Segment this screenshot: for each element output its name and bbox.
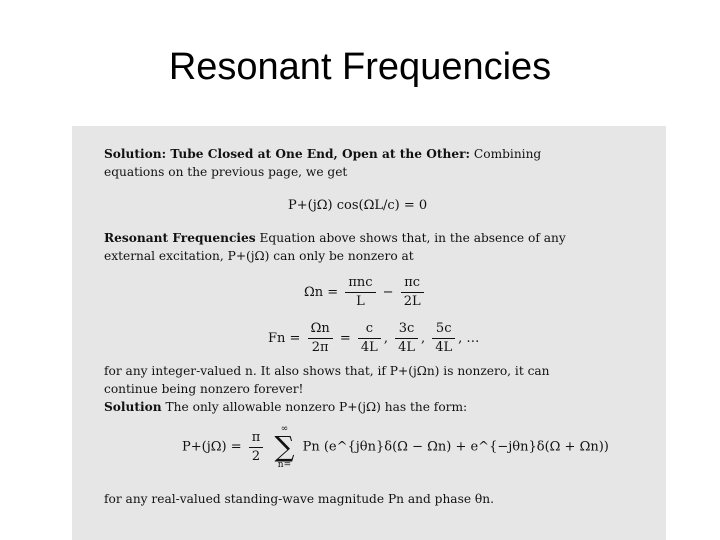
solution-label: Solution [104,400,162,414]
paragraph-2: Resonant Frequencies Equation above show… [104,231,566,245]
paragraph-3-line-2: continue being nonzero forever! [104,382,304,396]
eq2-num-1: πnc [345,274,376,293]
equation-4-lhs: P+(jΩ) = [182,439,242,455]
paragraph-1: Solution: Tube Closed at One End, Open a… [104,147,541,161]
eq4-frac-den: 2 [251,448,261,464]
eq3-num-3: 3c [395,320,418,339]
equation-3-equals: = [339,331,351,346]
eq4-frac-num: π [248,429,264,448]
paragraph-4: Solution The only allowable nonzero P+(j… [104,400,467,414]
sigma-glyph: ∑ [274,430,295,463]
sum-lower-limit: n= [277,460,292,470]
resonant-frequencies-heading: Resonant Frequencies [104,231,256,245]
equation-4-rhs: Pn (e^{jθn}δ(Ω − Ωn) + e^{−jθn}δ(Ω + Ωn)… [302,439,609,455]
paragraph-1-text: Combining [470,147,542,161]
sum-upper-limit: ∞ [280,424,289,434]
eq2-num-2: πc [400,274,424,293]
paragraph-2-line-2: external excitation, P+(jΩ) can only be … [104,249,414,263]
eq2-den-2: 2L [403,294,421,309]
equation-3-tail: , … [458,331,480,346]
equation-3-lhs: Fn = [268,331,301,346]
eq3-num-2: c [357,320,381,339]
eq3-num-4: 5c [432,320,456,339]
paragraph-5: for any real-valued standing-wave magnit… [104,492,494,506]
paragraph-3-line-1: for any integer-valued n. It also shows … [104,364,550,378]
equation-2-lhs: Ωn = [304,285,339,300]
solution-heading: Solution: Tube Closed at One End, Open a… [104,147,471,161]
eq3-den-1: 2π [311,340,329,355]
eq2-den-1: L [356,294,365,309]
paragraph-2-text: Equation above shows that, in the absenc… [255,231,566,245]
paragraph-1-line-2: equations on the previous page, we get [104,165,348,179]
eq3-den-2: 4L [360,340,378,355]
eq3-num-1: Ωn [307,320,333,339]
eq3-den-4: 4L [435,340,453,355]
document-scan: Solution: Tube Closed at One End, Open a… [72,126,666,540]
equation-1: P+(jΩ) cos(ΩL/c) = 0 [288,198,428,213]
slide-title: Resonant Frequencies [168,46,552,88]
equation-2-minus: − [382,285,394,300]
eq3-den-3: 4L [398,340,415,355]
summation-symbol: ∞∑n= [274,424,294,470]
paragraph-4-text: The only allowable nonzero P+(jΩ) has th… [161,400,468,414]
